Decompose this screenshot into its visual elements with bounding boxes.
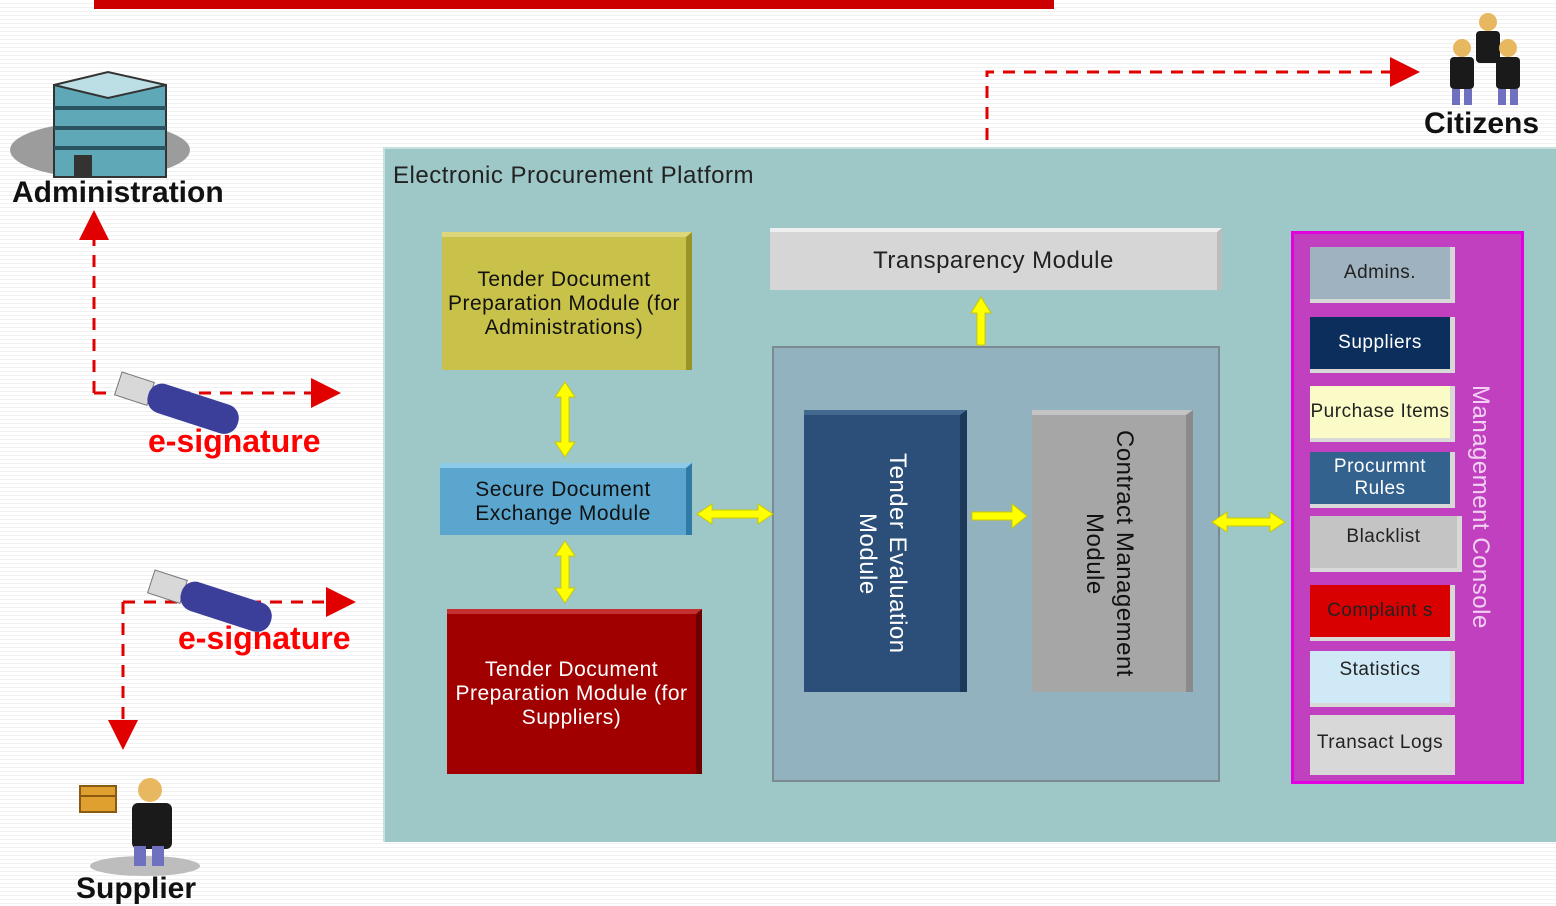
arrow-admin-secure <box>554 381 576 458</box>
esignature-supplier-label: e-signature <box>178 620 351 656</box>
secure-exchange-module: Secure Document Exchange Module <box>440 463 692 535</box>
tender-supplier-module-label: Tender Document Preparation Module (for … <box>455 658 688 729</box>
tender-evaluation-module-label: Tender Evaluation Module <box>854 453 911 654</box>
console-item-suppliers: Suppliers <box>1310 317 1455 373</box>
console-item-blacklist: Blacklist <box>1310 516 1462 572</box>
esignature-admin-label: e-signature <box>148 423 321 459</box>
transparency-module: Transparency Module <box>770 228 1222 290</box>
platform-title: Electronic Procurement Platform <box>393 162 754 189</box>
arrow-secure-evaluation <box>696 503 774 525</box>
administration-label: Administration <box>12 176 224 209</box>
console-item-statistics: Statistics <box>1310 651 1455 707</box>
arrow-secure-supplier <box>554 540 576 604</box>
tender-supplier-module: Tender Document Preparation Module (for … <box>447 609 702 774</box>
console-item-admins: Admins. <box>1310 247 1455 303</box>
tender-admin-module: Tender Document Preparation Module (for … <box>442 232 692 370</box>
arrow-evaluation-contract <box>971 502 1028 530</box>
arrow-group-console <box>1211 511 1286 533</box>
contract-management-module-label: Contract Management Module <box>1081 430 1138 677</box>
tender-admin-module-label: Tender Document Preparation Module (for … <box>447 267 681 339</box>
transparency-module-label: Transparency Module <box>873 247 1114 274</box>
citizens-label: Citizens <box>1424 107 1540 140</box>
console-item-procurement-rules: Procurmnt Rules <box>1310 452 1455 508</box>
console-item-transaction-logs: Transact Logs <box>1310 715 1455 775</box>
contract-management-module: Contract Management Module <box>1032 410 1193 692</box>
console-item-complaints: Complaint s <box>1310 585 1455 641</box>
supplier-label: Supplier <box>76 872 197 905</box>
console-item-purchase-items: Purchase Items <box>1310 386 1455 442</box>
tender-evaluation-module: Tender Evaluation Module <box>804 410 967 692</box>
top-red-bar <box>94 0 1054 9</box>
arrow-to-transparency <box>970 296 992 346</box>
secure-exchange-module-label: Secure Document Exchange Module <box>475 477 651 525</box>
management-console-title: Management Console <box>1467 385 1494 629</box>
platform-to-citizens-dashed <box>985 57 1420 140</box>
